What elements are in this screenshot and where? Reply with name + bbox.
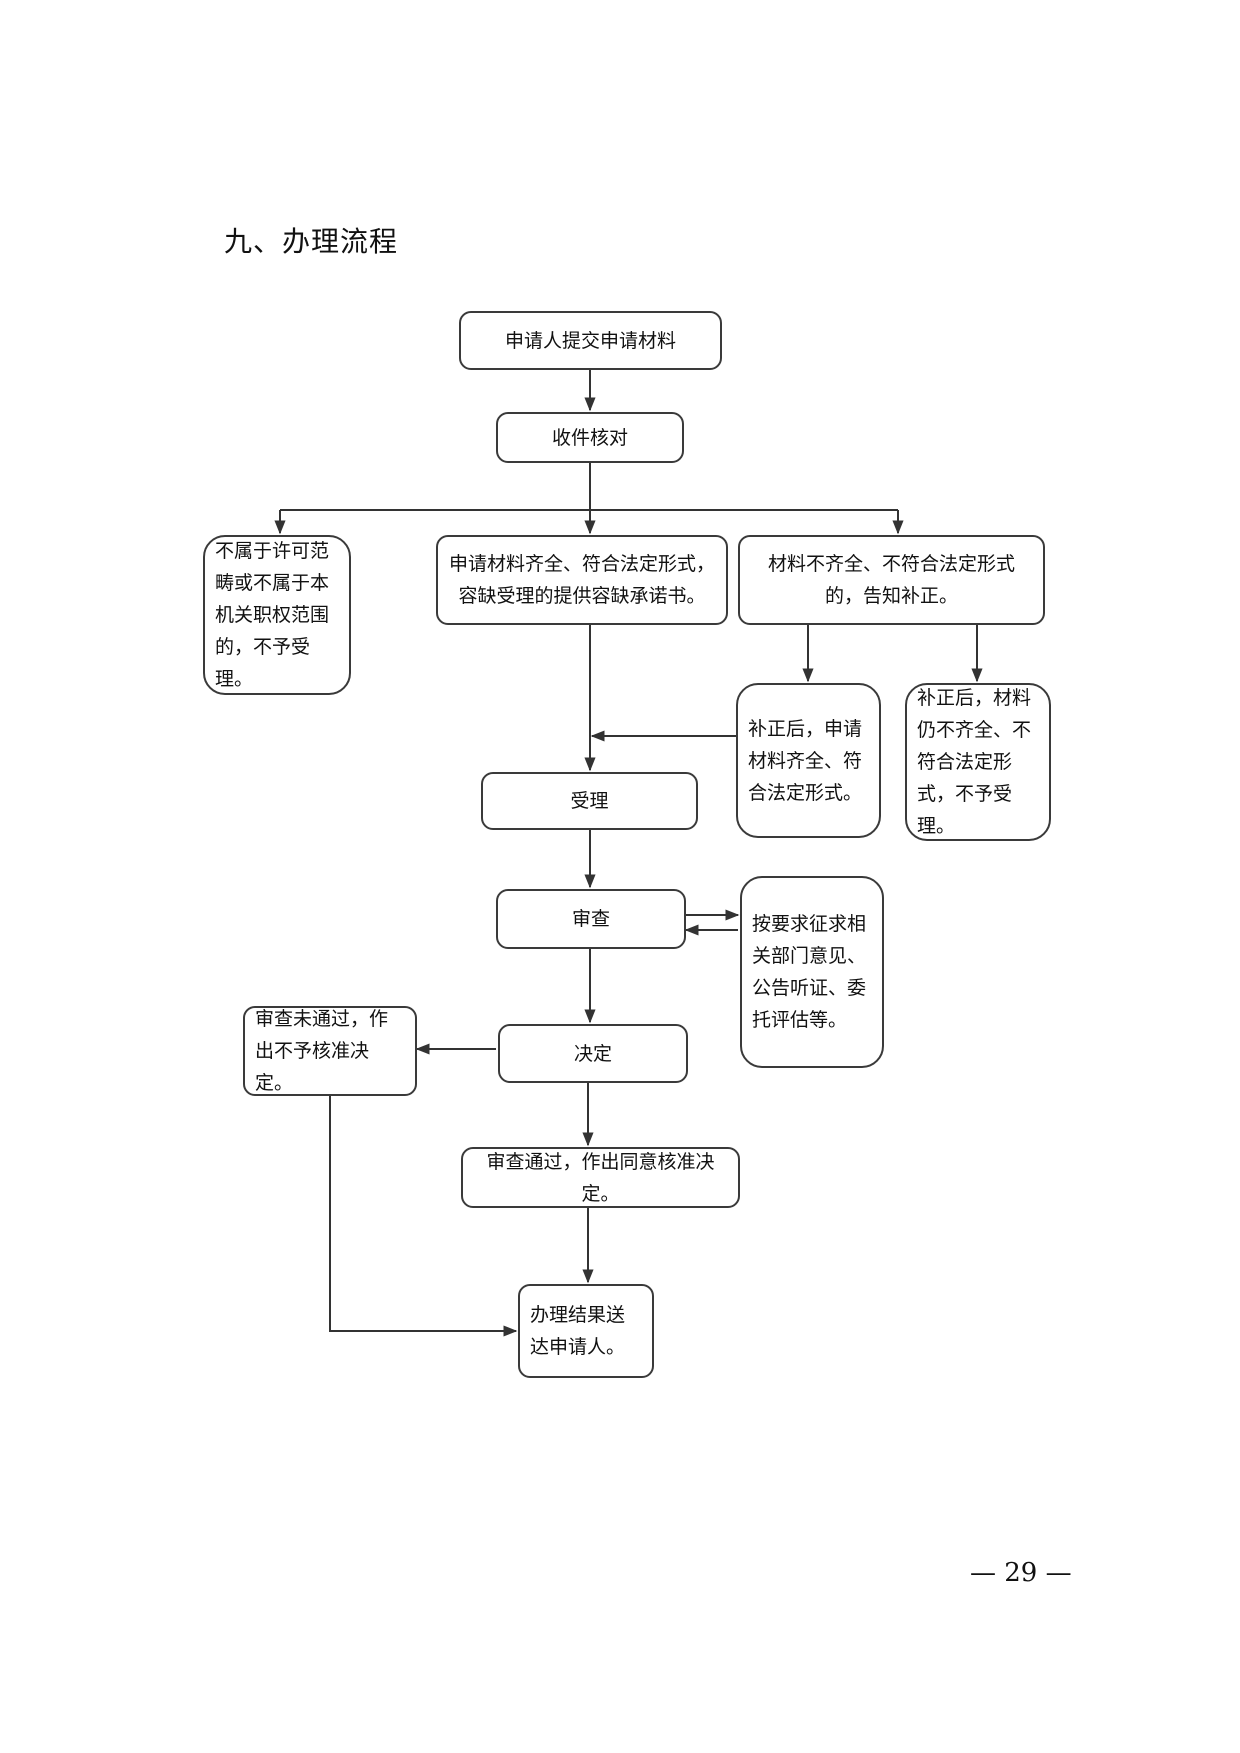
node-consult-departments: 按要求征求相关部门意见、公告听证、委托评估等。 [740,876,884,1068]
node-check-label: 收件核对 [551,426,628,449]
node-incomplete-label: 材料不齐全、不符合法定形式的，告知补正。 [767,553,1015,607]
node-corrected-still-incomplete: 补正后，材料仍不齐全、不符合法定形式，不予受理。 [905,683,1051,841]
node-reject-scope-label: 不属于许可范畴或不属于本机关职权范围的，不予受理。 [215,540,330,690]
node-corrected-complete: 补正后，申请材料齐全、符合法定形式。 [736,683,881,838]
node-materials-complete: 申请材料齐全、符合法定形式，容缺受理的提供容缺承诺书。 [436,535,728,625]
node-decide-label: 决定 [573,1042,612,1065]
node-decide: 决定 [498,1024,688,1083]
node-receive-check: 收件核对 [496,412,684,463]
node-accept: 受理 [481,772,698,830]
node-review-passed: 审查通过，作出同意核准决定。 [461,1147,740,1208]
node-review-label: 审查 [571,908,610,930]
node-review-failed: 审查未通过，作出不予核准决定。 [243,1006,417,1096]
node-fail-label: 审查未通过，作出不予核准决定。 [255,1008,389,1094]
node-accept-label: 受理 [570,790,609,812]
page-number: — 29 — [970,1558,1072,1588]
node-consult-label: 按要求征求相关部门意见、公告听证、委托评估等。 [752,913,867,1031]
node-corrected-ok-label: 补正后，申请材料齐全、符合法定形式。 [748,717,863,804]
node-submit-materials: 申请人提交申请材料 [459,311,722,370]
node-review: 审查 [496,889,686,949]
node-deliver-label: 办理结果送达申请人。 [530,1304,626,1358]
node-pass-label: 审查通过，作出同意核准决定。 [486,1150,715,1205]
node-materials-incomplete: 材料不齐全、不符合法定形式的，告知补正。 [738,535,1045,625]
node-corrected-fail-label: 补正后，材料仍不齐全、不符合法定形式，不予受理。 [917,687,1032,837]
arrow-fail-to-deliver [329,1096,518,1337]
node-reject-out-of-scope: 不属于许可范畴或不属于本机关职权范围的，不予受理。 [203,535,351,695]
node-submit-label: 申请人提交申请材料 [504,329,676,352]
section-heading: 九、办理流程 [224,225,399,258]
node-complete-label: 申请材料齐全、符合法定形式，容缺受理的提供容缺承诺书。 [448,553,715,607]
node-deliver-result: 办理结果送达申请人。 [518,1284,654,1378]
